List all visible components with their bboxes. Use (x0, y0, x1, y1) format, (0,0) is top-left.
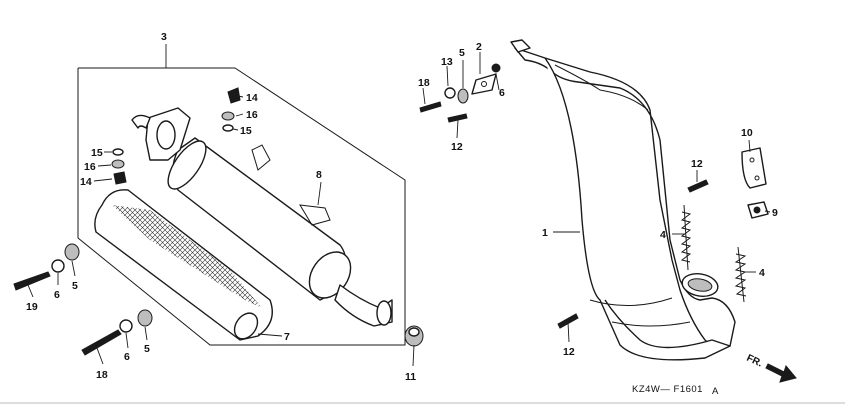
callout-7: 7 (284, 331, 290, 343)
callout-18-low: 18 (96, 369, 108, 381)
callout-5-mid: 5 (72, 280, 78, 292)
callout-13: 13 (441, 56, 453, 68)
callout-6-top: 6 (499, 87, 505, 99)
figure-code-text: KZ4W— F1601 (632, 384, 703, 395)
callout-12-top: 12 (451, 141, 463, 153)
callout-12-low: 12 (563, 346, 575, 358)
silencer-joint-flange (131, 107, 191, 161)
flange-hardware (419, 63, 501, 123)
callout-11: 11 (405, 371, 416, 383)
callout-19: 19 (26, 301, 38, 313)
leader-lines (27, 52, 771, 367)
exhaust-spring-left (680, 204, 692, 271)
callout-15-top: 15 (240, 125, 252, 137)
callout-14-top: 14 (246, 92, 258, 104)
muffler-cover (94, 189, 273, 341)
callout-18-top: 18 (418, 77, 430, 89)
figure-code: KZ4W— F1601 A (632, 384, 719, 397)
callout-6-low: 6 (124, 351, 130, 363)
callout-4-right: 4 (759, 267, 765, 279)
callout-2: 2 (476, 41, 482, 53)
callout-16-left: 16 (84, 161, 96, 173)
silencer-body (167, 137, 393, 327)
stay-bracket (741, 147, 767, 189)
front-label: FR. (745, 353, 764, 370)
muffler-hardware (13, 87, 709, 356)
callout-5-top: 5 (459, 47, 465, 59)
callout-3: 3 (161, 31, 167, 43)
callout-8: 8 (316, 169, 322, 181)
figure-code-suffix: A (712, 386, 719, 397)
exhaust-spring-right (734, 246, 747, 303)
callout-16-top: 16 (246, 109, 258, 121)
callout-15-left: 15 (91, 147, 103, 159)
callout-1: 1 (542, 227, 548, 239)
callout-12-right: 12 (691, 158, 703, 170)
callout-5-low: 5 (144, 343, 150, 355)
front-direction-arrow: FR. (745, 353, 797, 383)
callout-4-left: 4 (660, 229, 666, 241)
callout-9: 9 (772, 207, 778, 219)
callout-10: 10 (741, 127, 753, 139)
protector (747, 201, 769, 219)
callout-numbers: 3 1 2 5 13 18 6 12 10 12 9 4 4 12 8 7 11… (26, 31, 778, 383)
callout-14-left: 14 (80, 176, 92, 188)
exhaust-pipe (510, 39, 736, 361)
muffler-assembly-frame (77, 44, 406, 346)
callout-6-mid: 6 (54, 289, 60, 301)
